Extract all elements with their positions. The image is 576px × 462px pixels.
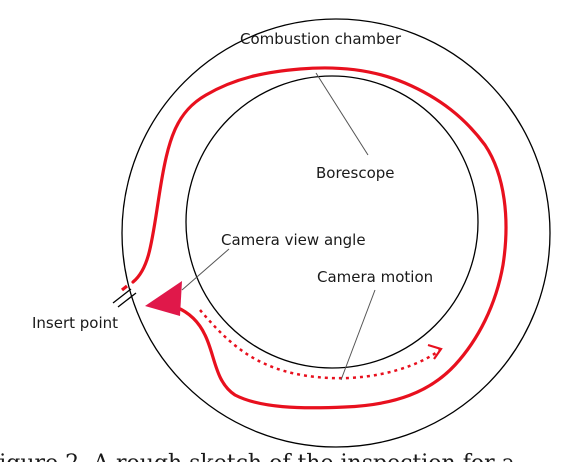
inner-circle bbox=[185, 75, 479, 369]
borescope-entry-segment bbox=[121, 284, 128, 292]
borescope-label: Borescope bbox=[316, 164, 395, 182]
camera-view-angle-pointer bbox=[181, 248, 230, 291]
camera-motion-pointer bbox=[340, 289, 376, 381]
camera-view-cone bbox=[145, 281, 182, 316]
combustion-chamber-label: Combustion chamber bbox=[240, 30, 402, 48]
figure-caption: Figure 2. A rough sketch of the inspecti… bbox=[0, 451, 515, 462]
camera-motion-label: Camera motion bbox=[317, 268, 433, 286]
combustion-chamber-pointer bbox=[315, 72, 369, 156]
combustion-chamber-circle bbox=[121, 18, 551, 448]
insert-point-mark-2 bbox=[117, 292, 137, 308]
insert-point-mark-1 bbox=[112, 288, 132, 304]
borescope-path bbox=[131, 66, 508, 410]
insert-point-label: Insert point bbox=[32, 314, 118, 332]
camera-view-angle-label: Camera view angle bbox=[221, 231, 366, 249]
camera-motion-arrowhead bbox=[427, 343, 443, 360]
